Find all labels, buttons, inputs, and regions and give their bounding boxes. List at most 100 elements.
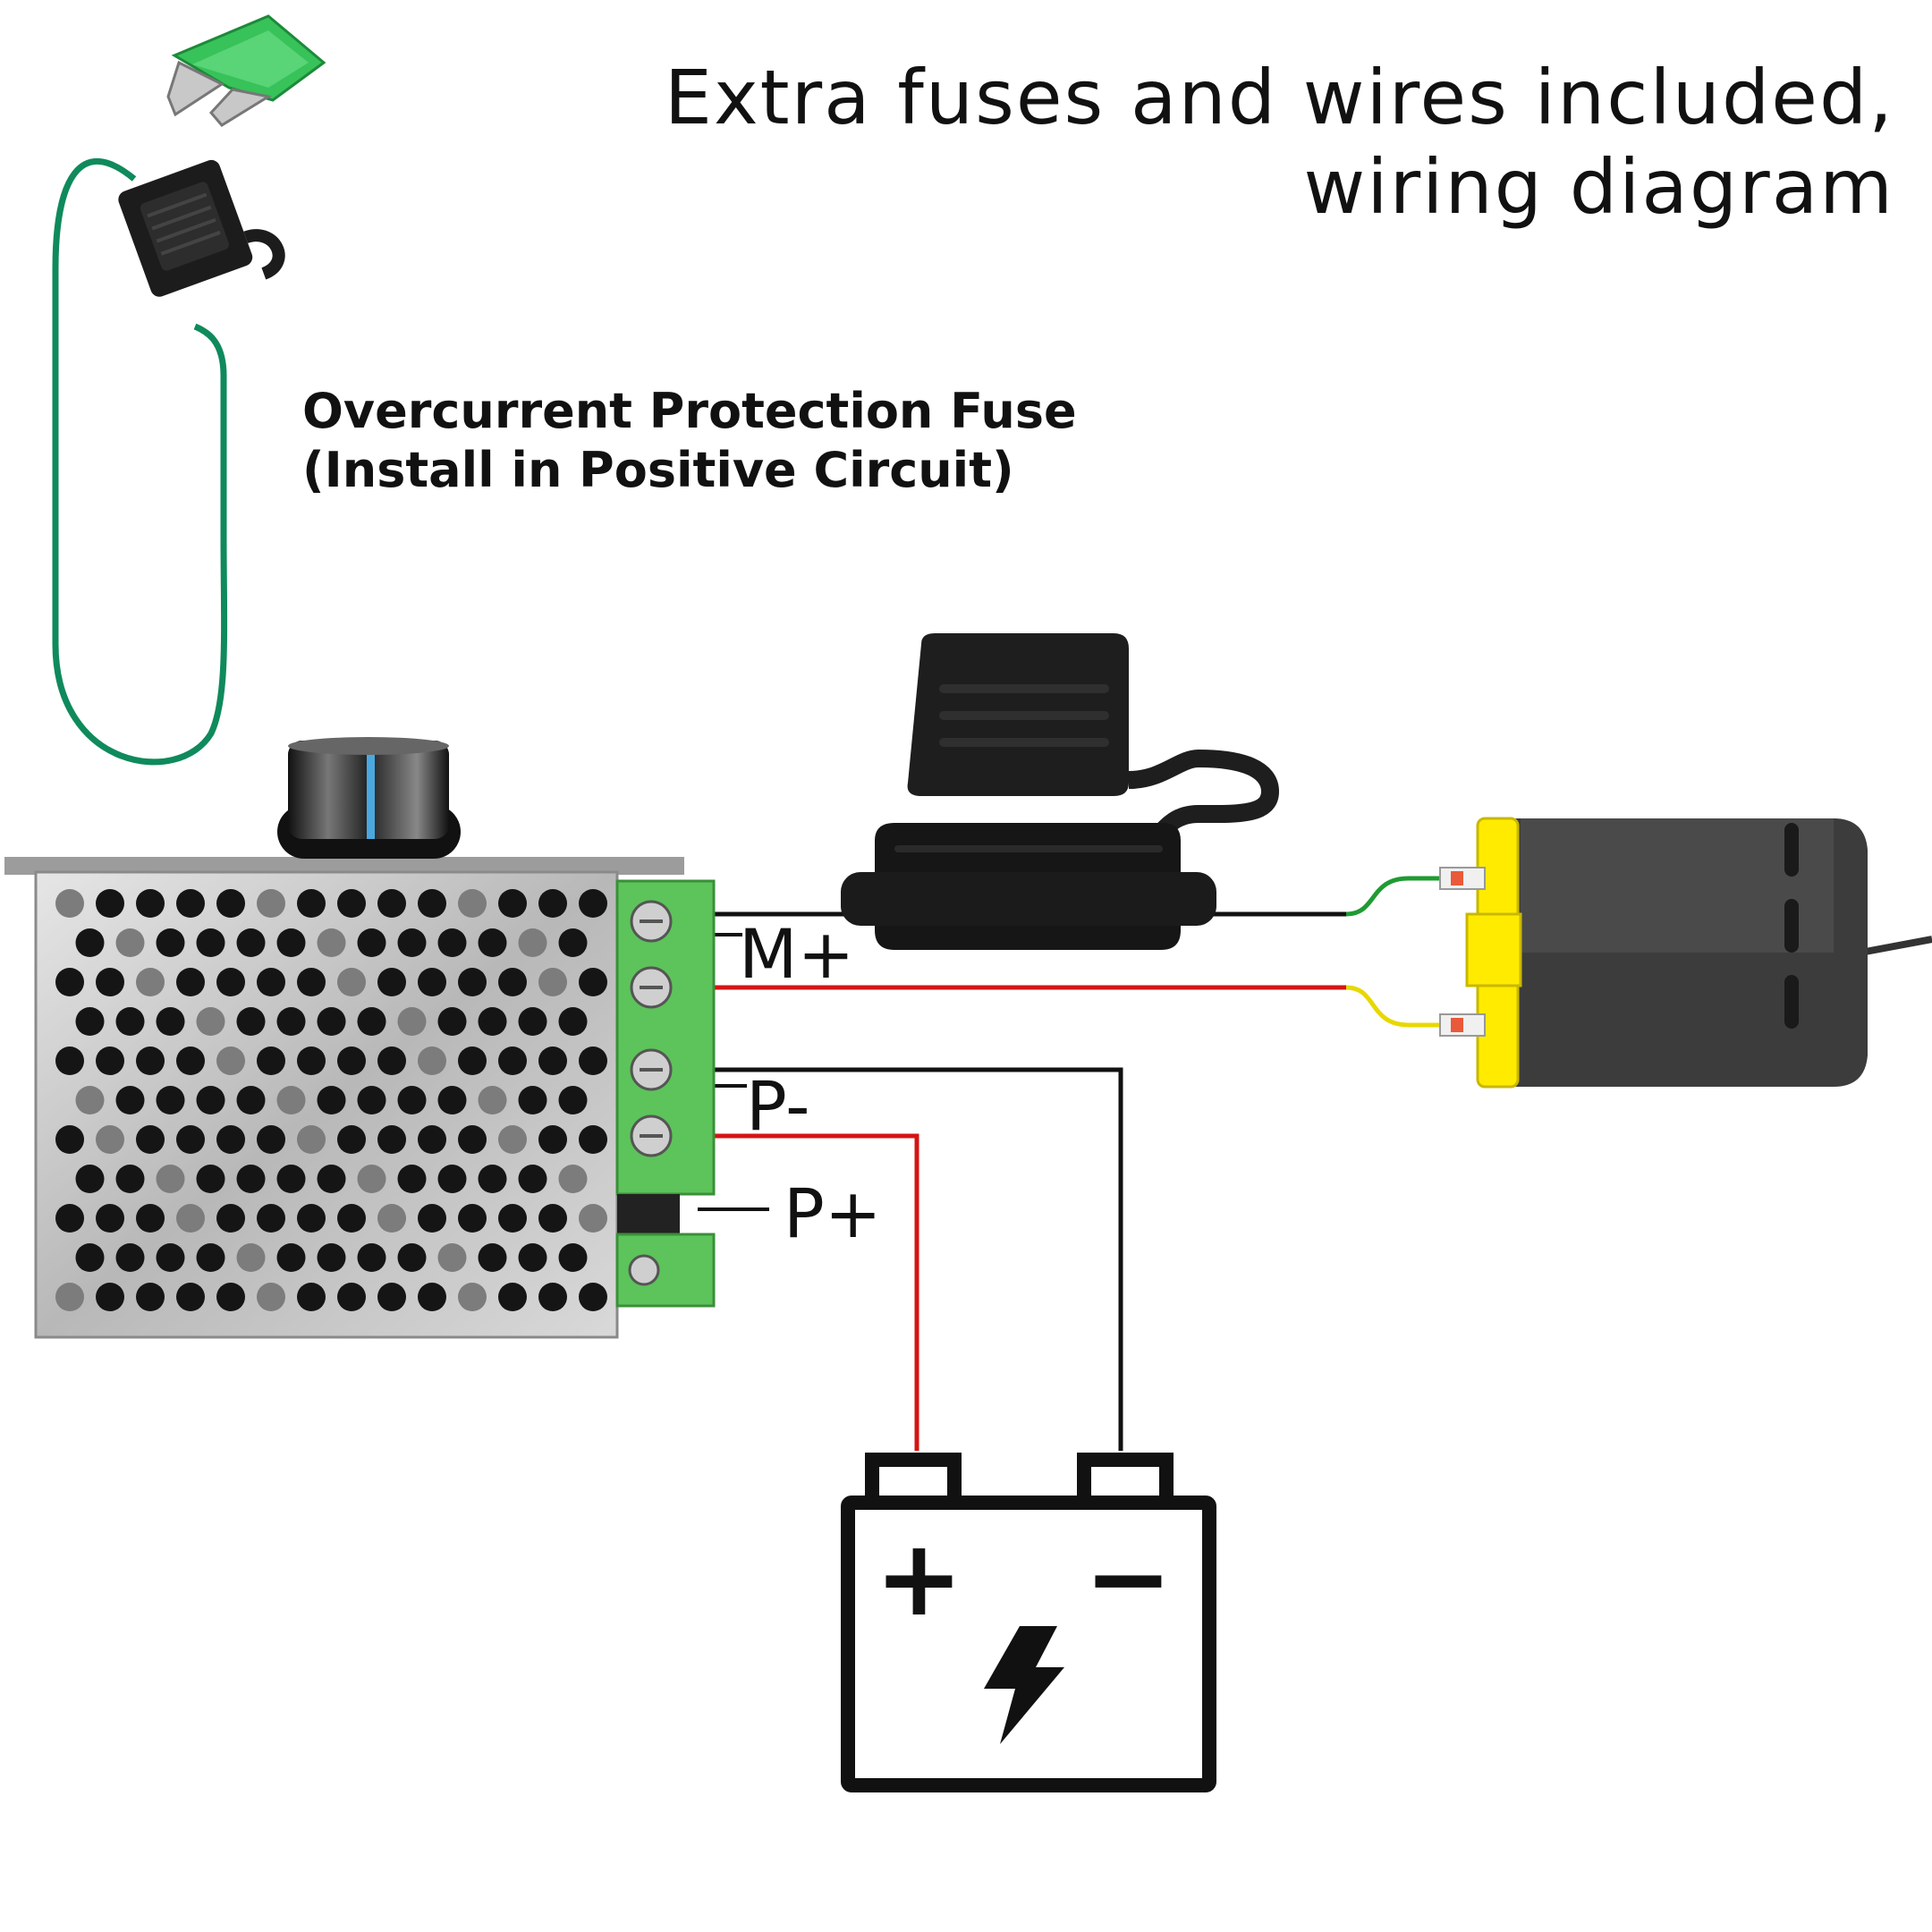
vent-hole	[518, 1086, 547, 1114]
vent-hole	[418, 889, 446, 918]
vent-hole	[458, 1283, 487, 1311]
vent-hole	[96, 1046, 124, 1075]
vent-hole	[377, 1204, 406, 1233]
vent-hole	[96, 1204, 124, 1233]
vent-hole	[418, 1125, 446, 1154]
vent-hole	[96, 889, 124, 918]
vent-hole	[257, 1283, 285, 1311]
vent-hole	[55, 1125, 84, 1154]
vent-hole	[397, 1086, 427, 1114]
vent-hole	[498, 1046, 527, 1075]
vent-hole	[297, 1046, 326, 1075]
vent-hole	[75, 928, 105, 957]
vent-hole	[518, 1007, 547, 1036]
vent-hole	[579, 1283, 607, 1311]
vent-hole	[176, 1204, 205, 1233]
vent-hole	[498, 1204, 527, 1233]
vent-hole	[196, 1243, 225, 1272]
vent-hole	[216, 1125, 245, 1154]
vent-hole	[257, 1046, 285, 1075]
vent-hole	[337, 1046, 366, 1075]
vent-hole	[579, 1204, 607, 1233]
vent-hole	[418, 1204, 446, 1233]
vent-hole	[498, 1125, 527, 1154]
vent-hole	[518, 928, 547, 957]
vent-hole	[216, 1283, 245, 1311]
fuse-note-line-1: Overcurrent Protection Fuse	[302, 383, 1077, 439]
vent-hole	[538, 889, 567, 918]
vent-hole	[579, 889, 607, 918]
vent-hole	[257, 1204, 285, 1233]
vent-hole	[377, 1283, 406, 1311]
vent-hole	[357, 1165, 386, 1193]
vent-hole	[478, 1007, 507, 1036]
speed-knob	[277, 737, 461, 859]
vent-hole	[236, 1007, 266, 1036]
vent-hole	[236, 1086, 266, 1114]
vent-hole	[96, 1283, 124, 1311]
vent-hole	[257, 889, 285, 918]
negative-wires	[689, 911, 1346, 1451]
positive-wires	[698, 985, 1346, 1451]
fuse-holder	[841, 633, 1280, 950]
vent-hole	[377, 889, 406, 918]
terminal-label-p-plus: P+	[784, 1174, 882, 1253]
vent-hole	[478, 928, 507, 957]
vent-hole	[317, 928, 346, 957]
vent-hole	[136, 1125, 165, 1154]
vent-hole	[317, 1086, 346, 1114]
vent-hole	[96, 968, 124, 996]
vent-hole	[115, 1165, 145, 1193]
vent-hole	[257, 1125, 285, 1154]
vent-hole	[377, 968, 406, 996]
vent-hole	[337, 968, 366, 996]
vent-hole	[418, 968, 446, 996]
vent-hole	[216, 1204, 245, 1233]
mini-blade-fuse	[166, 14, 326, 127]
vent-hole	[297, 1125, 326, 1154]
vent-hole	[276, 1165, 306, 1193]
battery	[841, 1453, 1216, 1792]
vent-hole	[579, 1046, 607, 1075]
vent-hole	[55, 1204, 84, 1233]
vent-hole	[558, 1007, 588, 1036]
vent-hole	[115, 928, 145, 957]
vent-hole	[96, 1125, 124, 1154]
vent-hole	[297, 1283, 326, 1311]
vent-hole	[196, 928, 225, 957]
vent-hole	[357, 928, 386, 957]
vent-hole	[156, 928, 185, 957]
bolt-icon	[984, 1626, 1064, 1744]
vent-hole	[136, 889, 165, 918]
title-line-2: wiring diagram	[1303, 143, 1894, 231]
vent-hole	[498, 1283, 527, 1311]
vent-hole	[437, 1243, 467, 1272]
vent-hole	[156, 1007, 185, 1036]
vent-hole	[397, 1243, 427, 1272]
vent-hole	[337, 1283, 366, 1311]
vent-hole	[276, 1007, 306, 1036]
vent-hole	[55, 1283, 84, 1311]
vent-hole	[538, 1046, 567, 1075]
vent-hole	[75, 1086, 105, 1114]
vent-hole	[458, 889, 487, 918]
terminal-label-m-plus: M+	[739, 914, 855, 994]
terminal-screws	[630, 900, 673, 1157]
vent-hole	[518, 1243, 547, 1272]
vent-hole	[236, 1165, 266, 1193]
vent-hole	[176, 1283, 205, 1311]
vent-hole	[196, 1007, 225, 1036]
vent-hole	[176, 1125, 205, 1154]
vent-hole	[357, 1086, 386, 1114]
vent-hole	[196, 1165, 225, 1193]
vent-hole	[276, 928, 306, 957]
vent-hole	[397, 1165, 427, 1193]
vent-hole	[216, 968, 245, 996]
vent-hole	[75, 1243, 105, 1272]
vent-hole	[276, 1243, 306, 1272]
vent-hole	[498, 968, 527, 996]
vent-hole	[317, 1165, 346, 1193]
vent-hole	[136, 968, 165, 996]
vent-hole	[136, 1204, 165, 1233]
